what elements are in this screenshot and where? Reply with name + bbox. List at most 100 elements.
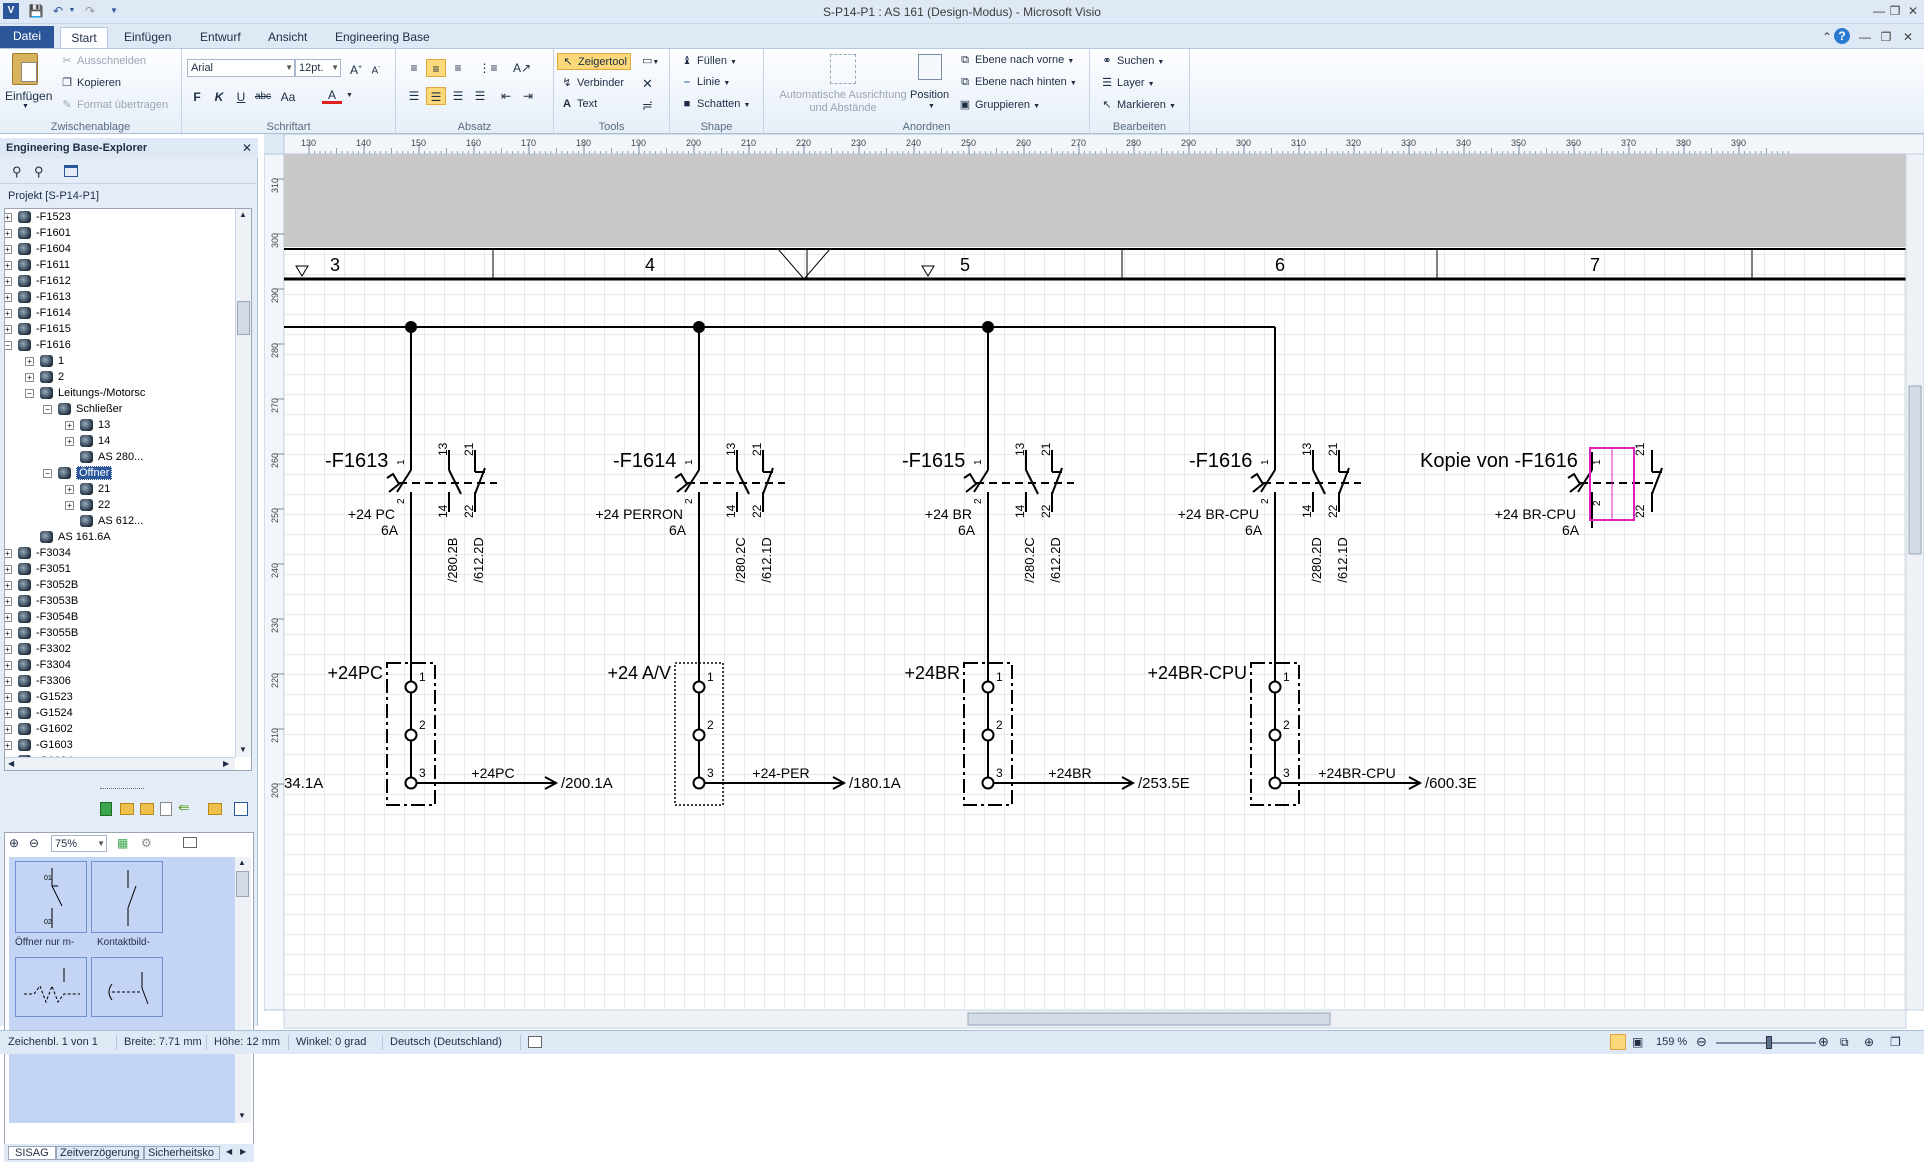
stencil-tab-sisag[interactable]: SISAG [8, 1146, 56, 1160]
expand-icon[interactable]: + [5, 644, 12, 654]
pan-zoom-icon[interactable]: ⊕ [1864, 1035, 1875, 1049]
align-middle-icon[interactable]: ≡ [426, 59, 446, 77]
justify-icon[interactable]: ☰ [474, 89, 486, 103]
tree-node[interactable]: +1 [25, 353, 64, 369]
expand-icon[interactable]: + [25, 356, 34, 366]
stencil-vscrollbar[interactable]: ▲ ▼ [235, 857, 251, 1123]
tab-design[interactable]: Entwurf [200, 30, 241, 44]
folder-up-icon[interactable] [208, 803, 222, 815]
expand-icon[interactable]: + [5, 276, 12, 286]
terminal-point[interactable] [404, 776, 418, 790]
tree-node[interactable]: AS 161.6A [25, 529, 111, 545]
expand-icon[interactable]: + [5, 324, 12, 334]
scroll-left-icon[interactable]: ◀ [8, 759, 15, 768]
scroll-right-icon[interactable]: ▶ [223, 759, 230, 768]
help-icon[interactable]: ? [1834, 28, 1850, 44]
close-doc-button[interactable]: ✕ [1902, 30, 1914, 44]
tree-hscrollbar[interactable]: ◀ ▶ [5, 757, 235, 770]
macro-record-icon[interactable] [528, 1036, 542, 1048]
text-direction-icon[interactable]: A↗ [512, 61, 532, 75]
change-case-button[interactable]: Aa [280, 90, 296, 104]
tree-node[interactable]: +-F3053B [5, 593, 78, 609]
scroll-down-icon[interactable]: ▼ [239, 745, 247, 754]
tree-node[interactable]: AS 280... [65, 449, 143, 465]
tree-node[interactable]: +-F1612 [5, 273, 71, 289]
canvas-hscroll-thumb[interactable] [967, 1012, 1331, 1026]
document-icon[interactable] [160, 802, 172, 816]
restore-window-button[interactable]: ❐ [1889, 4, 1901, 18]
terminal-point[interactable] [981, 680, 995, 694]
tab-home[interactable]: Start [60, 27, 108, 48]
expand-icon[interactable]: + [5, 660, 12, 670]
tree-node[interactable]: +-F1614 [5, 305, 71, 321]
find-button[interactable]: ⚭Suchen ▼ [1100, 54, 1164, 67]
visio-app-icon[interactable]: V [3, 3, 19, 19]
grow-font-icon[interactable]: A+ [349, 63, 363, 77]
expand-icon[interactable]: + [5, 308, 12, 318]
fit-page-icon[interactable]: ⧉ [1840, 1035, 1849, 1049]
tree-node[interactable]: +-F1611 [5, 257, 70, 273]
canvas-vscrollbar[interactable] [1905, 153, 1924, 1011]
terminal-point[interactable] [692, 776, 706, 790]
scroll-up-icon[interactable]: ▲ [238, 858, 246, 867]
scroll-down-icon[interactable]: ▼ [238, 1111, 246, 1120]
cut-button[interactable]: ✂Ausschneiden [60, 54, 146, 67]
grid-view-icon[interactable]: ▦ [117, 836, 129, 850]
collapse-icon[interactable]: − [43, 404, 52, 414]
expand-icon[interactable]: + [5, 564, 12, 574]
tree-node[interactable]: +2 [25, 369, 64, 385]
send-backward-button[interactable]: ⧉Ebene nach hinten ▼ [958, 76, 1077, 89]
tree-node[interactable]: −Schließer [43, 401, 122, 417]
position-dropdown-icon[interactable]: ▼ [928, 103, 935, 110]
terminal-point[interactable] [692, 728, 706, 742]
underline-button[interactable]: U [236, 90, 246, 104]
stencil-window-icon[interactable] [183, 837, 197, 848]
status-zoom[interactable]: 159 % [1656, 1036, 1688, 1048]
align-right-icon[interactable]: ☰ [452, 89, 464, 103]
terminal-point[interactable] [1268, 680, 1282, 694]
tree-node[interactable]: +-F3052B [5, 577, 78, 593]
expand-icon[interactable]: + [5, 692, 12, 702]
terminal-point[interactable] [404, 728, 418, 742]
panel-splitter[interactable] [100, 788, 144, 790]
terminal-point[interactable] [404, 680, 418, 694]
status-language[interactable]: Deutsch (Deutschland) [390, 1036, 502, 1048]
terminal-point[interactable] [1268, 776, 1282, 790]
no-contact-blade[interactable] [448, 469, 462, 495]
tree-node[interactable]: +21 [65, 481, 110, 497]
undo-icon[interactable]: ↶ [52, 4, 64, 18]
tree-node[interactable]: +-G1523 [5, 689, 73, 705]
back-arrow-icon[interactable]: ⇚ [178, 799, 190, 815]
fill-button[interactable]: ♝Füllen ▼ [680, 54, 737, 67]
tree-node[interactable]: +22 [65, 497, 110, 513]
breaker-contact[interactable] [973, 469, 989, 493]
expand-icon[interactable]: + [5, 628, 12, 638]
tab-insert[interactable]: Einfügen [124, 30, 172, 44]
restore-doc-button[interactable]: ❐ [1880, 30, 1892, 44]
nc-contact-blade[interactable] [762, 467, 774, 495]
tree-node[interactable]: +-F3034 [5, 545, 71, 561]
font-size-combo[interactable]: 12pt.▼ [295, 59, 341, 77]
shrink-font-icon[interactable]: A- [371, 64, 381, 77]
expand-icon[interactable]: + [5, 708, 12, 718]
terminal-point[interactable] [692, 680, 706, 694]
collapse-icon[interactable]: − [5, 340, 12, 350]
increase-indent-icon[interactable]: ⇥ [522, 89, 534, 103]
redo-icon[interactable]: ↷ [84, 4, 96, 18]
window-icon[interactable] [64, 165, 78, 177]
no-contact-blade[interactable] [736, 469, 750, 495]
tree-node[interactable]: +-F1615 [5, 321, 71, 337]
no-contact-blade[interactable] [1025, 469, 1039, 495]
stencil-shape-4[interactable] [91, 957, 163, 1017]
stencil-zoom-combo[interactable]: 75%▼ [51, 835, 107, 852]
collapse-icon[interactable]: − [43, 468, 52, 478]
tree-node[interactable]: +13 [65, 417, 110, 433]
close-explorer-icon[interactable]: ✕ [242, 141, 253, 155]
tree-node[interactable]: +-F1523 [5, 209, 71, 225]
tree-node[interactable]: +-G1603 [5, 737, 73, 753]
font-color-button[interactable]: A [322, 86, 342, 104]
canvas-vscroll-thumb[interactable] [1908, 385, 1922, 555]
expand-icon[interactable]: + [5, 612, 12, 622]
